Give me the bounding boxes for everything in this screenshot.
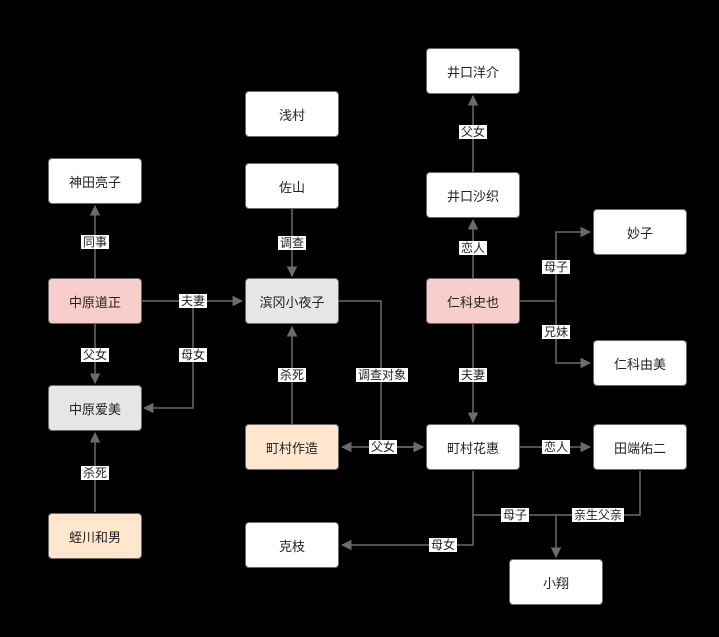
node-iguchi-saori[interactable]: 井口沙织 — [426, 172, 520, 218]
edge-mother-daughter-2 — [340, 515, 474, 551]
edge-label-lovers-1: 恋人 — [458, 241, 488, 255]
edge-label-father-daughter-3: 父女 — [458, 125, 488, 139]
edge-label-mother-daughter-2: 母女 — [428, 538, 458, 552]
node-iguchi-yosuke[interactable]: 井口洋介 — [426, 48, 520, 94]
edge-label-husband-wife-2: 夫妻 — [458, 368, 488, 382]
edge-label-father-daughter-1: 父女 — [80, 348, 110, 362]
edge-label-investigation-target: 调查对象 — [355, 368, 409, 382]
node-nishina-fumiya[interactable]: 仁科史也 — [426, 278, 520, 324]
node-myoko[interactable]: 妙子 — [593, 209, 687, 255]
node-nakahara-michimasa[interactable]: 中原道正 — [48, 278, 142, 324]
edge-label-mother-daughter-1: 母女 — [178, 348, 208, 362]
edge-label-mother-son-1: 母子 — [541, 260, 571, 274]
edge-label-lovers-2: 恋人 — [541, 440, 571, 454]
edge-label-killed-2: 杀死 — [277, 368, 307, 382]
edge-mother-daughter-1 — [142, 301, 194, 414]
edge-label-killed-1: 杀死 — [80, 466, 110, 480]
edge-label-mother-son-2: 母子 — [500, 508, 530, 522]
node-shosho[interactable]: 小翔 — [509, 559, 603, 605]
edge-label-father-daughter-2: 父女 — [368, 440, 398, 454]
node-kokoro[interactable]: 克枝 — [245, 522, 339, 568]
node-tabata[interactable]: 田端佑二 — [593, 424, 687, 470]
edge-label-biological-father: 亲生父亲 — [571, 508, 625, 522]
edge-label-husband-wife-1: 夫妻 — [178, 294, 208, 308]
node-hirukawa[interactable]: 蛭川和男 — [48, 513, 142, 559]
node-machimura-hanae[interactable]: 町村花惠 — [426, 424, 520, 470]
edge-label-investigate: 调查 — [277, 236, 307, 250]
node-nishina-yumi[interactable]: 仁科由美 — [593, 340, 687, 386]
node-kanda[interactable]: 神田亮子 — [48, 158, 142, 204]
node-asamura[interactable]: 浅村 — [245, 91, 339, 137]
edge-label-siblings: 兄妹 — [541, 325, 571, 339]
edge-siblings — [555, 301, 592, 369]
edge-label-colleague: 同事 — [80, 235, 110, 249]
node-sayama[interactable]: 佐山 — [245, 163, 339, 209]
node-machimura-sakuzo[interactable]: 町村作造 — [245, 424, 339, 470]
node-hamaoka[interactable]: 滨冈小夜子 — [245, 278, 339, 324]
node-nakahara-ami[interactable]: 中原爱美 — [48, 385, 142, 431]
